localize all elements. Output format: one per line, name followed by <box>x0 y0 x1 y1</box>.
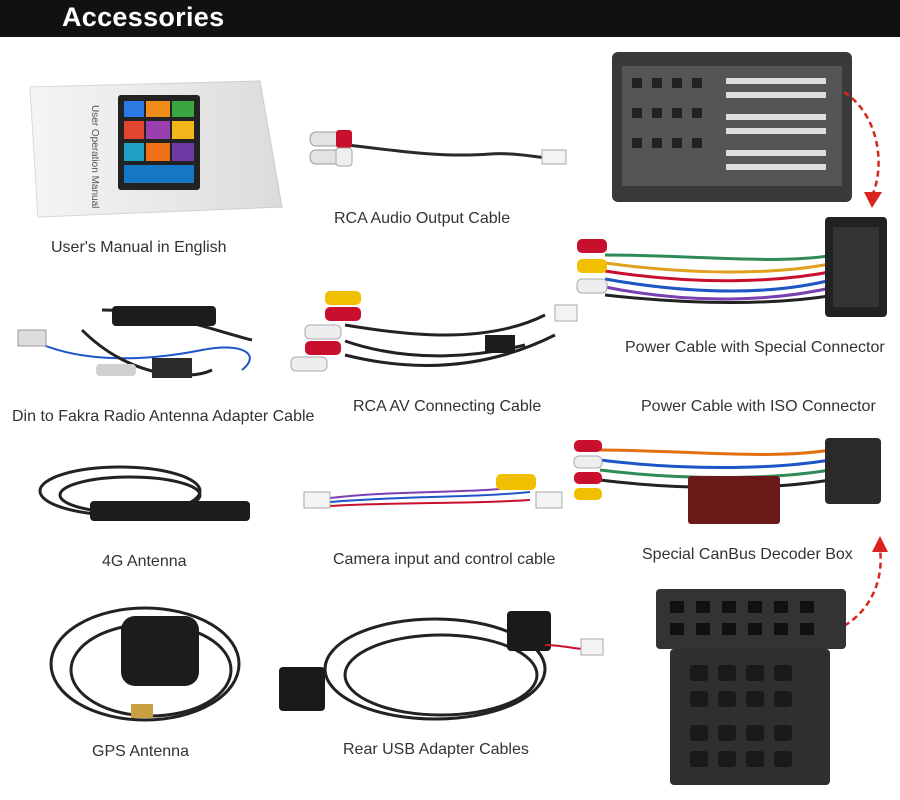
iso-cable-icon <box>573 438 881 524</box>
iso-connector-item <box>650 585 850 790</box>
special-connector-icon <box>612 52 852 202</box>
iso-canbus-item: Special CanBus Decoder Box <box>570 420 900 570</box>
rca-av-cable-icon <box>290 291 578 372</box>
rca-audio-label: RCA Audio Output Cable <box>334 210 511 227</box>
camera-item: Camera input and control cable <box>300 460 580 575</box>
special-connector-item <box>608 48 858 208</box>
gps-item: GPS Antenna <box>45 600 255 770</box>
power-special-item: Power Cable with Special Connector <box>575 215 900 365</box>
rca-audio-cable-icon <box>309 130 567 167</box>
gps-antenna-icon <box>49 606 241 722</box>
manual-cover-text: User Operation Manual <box>89 105 100 208</box>
usb-item: Rear USB Adapter Cables <box>275 605 615 770</box>
manual-item: User Operation Manual User's Manual in E… <box>20 75 290 256</box>
page-title: Accessories <box>62 2 225 32</box>
manual-label: User's Manual in English <box>51 239 227 256</box>
arrow-down-icon <box>843 90 882 208</box>
din-fakra-item: Din to Fakra Radio Antenna Adapter Cable <box>12 300 322 430</box>
usb-cable-icon <box>279 611 604 721</box>
camera-cable-icon <box>303 474 563 509</box>
din-fakra-cable-icon <box>17 306 253 378</box>
rca-audio-item: RCA Audio Output Cable <box>300 120 580 240</box>
gps-label: GPS Antenna <box>92 743 189 760</box>
canbus-label: Special CanBus Decoder Box <box>642 546 853 563</box>
camera-label: Camera input and control cable <box>333 551 556 568</box>
header-bar: Accessories <box>0 0 900 37</box>
rca-av-label: RCA AV Connecting Cable <box>353 398 542 415</box>
canbus-box-icon <box>688 476 780 524</box>
rca-av-item: RCA AV Connecting Cable <box>285 285 590 420</box>
antenna-4g-label: 4G Antenna <box>102 553 187 570</box>
antenna-4g-icon <box>38 465 250 521</box>
antenna-4g-item: 4G Antenna <box>30 455 260 575</box>
power-special-cable-icon <box>576 217 887 317</box>
din-fakra-label: Din to Fakra Radio Antenna Adapter Cable <box>12 408 315 425</box>
power-iso-label: Power Cable with ISO Connector <box>641 398 876 415</box>
usb-label: Rear USB Adapter Cables <box>343 741 529 758</box>
manual-booklet-icon: User Operation Manual <box>29 80 283 218</box>
power-special-label: Power Cable with Special Connector <box>625 339 885 356</box>
iso-connector-icon <box>656 589 846 785</box>
